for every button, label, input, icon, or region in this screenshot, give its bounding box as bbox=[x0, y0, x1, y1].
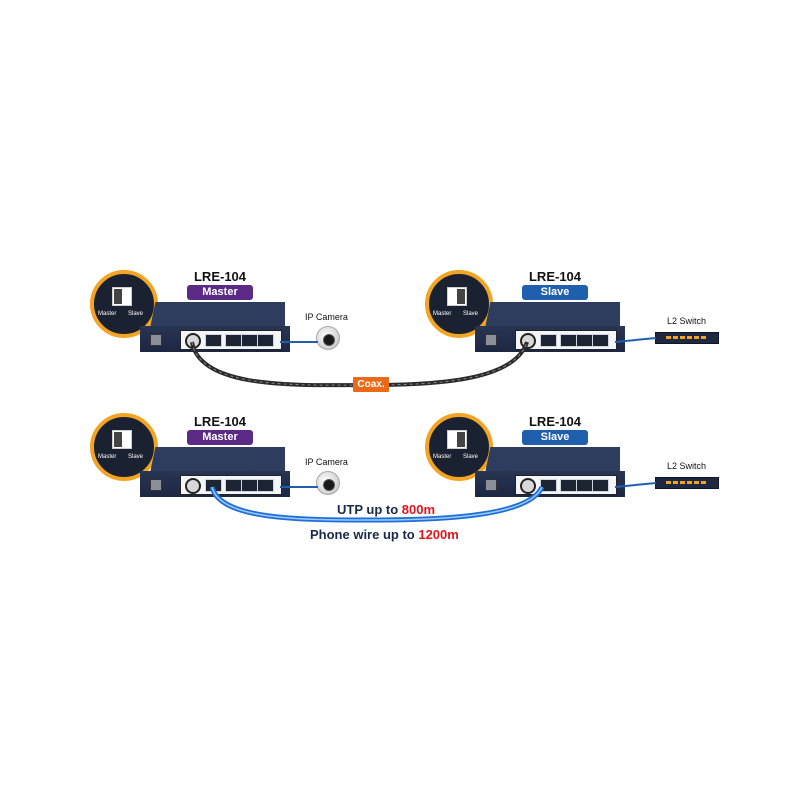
master-device-top bbox=[150, 302, 285, 328]
switch-master-label: Master bbox=[433, 311, 452, 317]
master-model-label: LRE-104 bbox=[193, 269, 247, 284]
ip-camera-label: IP Camera bbox=[305, 312, 348, 322]
master-dip-switch-zoom: Master Slave bbox=[90, 270, 158, 338]
master-role-badge: Master bbox=[187, 285, 253, 300]
master-model-label: LRE-104 bbox=[193, 414, 247, 429]
slave-model-label: LRE-104 bbox=[528, 269, 582, 284]
power-connector-icon bbox=[485, 334, 497, 346]
ip-camera-label: IP Camera bbox=[305, 457, 348, 467]
slave-device bbox=[475, 326, 625, 352]
master-port-panel bbox=[180, 475, 282, 495]
master-role-badge: Master bbox=[187, 430, 253, 445]
l2-switch-ethernet-cable bbox=[614, 337, 657, 343]
lan-port-3 bbox=[257, 334, 274, 347]
l2-switch-label: L2 Switch bbox=[667, 316, 707, 326]
power-connector-icon bbox=[150, 334, 162, 346]
l2-switch-icon bbox=[655, 332, 719, 344]
ip-camera-icon bbox=[316, 326, 340, 350]
dip-switch-icon bbox=[112, 430, 132, 449]
utp-distance-text: UTP up to 800m bbox=[337, 502, 435, 517]
master-port-panel bbox=[180, 330, 282, 350]
slave-role-badge: Slave bbox=[522, 430, 588, 445]
lre-port bbox=[540, 334, 557, 347]
phone-wire-distance-value: 1200m bbox=[418, 527, 459, 542]
ip-camera-icon bbox=[316, 471, 340, 495]
switch-master-label: Master bbox=[98, 311, 117, 317]
slave-device-top bbox=[485, 447, 620, 473]
power-connector-icon bbox=[150, 479, 162, 491]
master-device bbox=[140, 326, 290, 352]
lre-port bbox=[205, 334, 222, 347]
slave-port-panel bbox=[515, 330, 617, 350]
switch-slave-label: Slave bbox=[128, 311, 144, 317]
slave-role-badge: Slave bbox=[522, 285, 588, 300]
switch-slave-label: Slave bbox=[463, 311, 479, 317]
master-dip-switch-zoom: Master Slave bbox=[90, 413, 158, 481]
coax-cable-label: Coax. bbox=[353, 377, 389, 392]
phone-wire-prefix: Phone wire up to bbox=[310, 527, 419, 542]
lre-port bbox=[540, 479, 557, 492]
dip-switch-icon bbox=[447, 287, 467, 306]
bnc-port bbox=[520, 478, 536, 494]
l2-switch-ethernet-cable bbox=[614, 482, 657, 488]
master-device-top bbox=[150, 447, 285, 473]
slave-model-label: LRE-104 bbox=[528, 414, 582, 429]
lan-port-3 bbox=[592, 334, 609, 347]
l2-switch-label: L2 Switch bbox=[667, 461, 707, 471]
lan-port-3 bbox=[592, 479, 609, 492]
switch-master-label: Master bbox=[98, 454, 117, 460]
utp-prefix: UTP up to bbox=[337, 502, 402, 517]
switch-slave-label: Slave bbox=[128, 454, 144, 460]
phone-wire-distance-text: Phone wire up to 1200m bbox=[310, 527, 459, 542]
switch-master-label: Master bbox=[433, 454, 452, 460]
power-connector-icon bbox=[485, 479, 497, 491]
switch-slave-label: Slave bbox=[463, 454, 479, 460]
utp-distance-value: 800m bbox=[401, 502, 436, 517]
dip-switch-icon bbox=[112, 287, 132, 306]
lan-port-3 bbox=[257, 479, 274, 492]
slave-device-top bbox=[485, 302, 620, 328]
slave-dip-switch-zoom: Master Slave bbox=[425, 413, 493, 481]
l2-switch-icon bbox=[655, 477, 719, 489]
dip-switch-icon bbox=[447, 430, 467, 449]
bnc-port bbox=[185, 478, 201, 494]
